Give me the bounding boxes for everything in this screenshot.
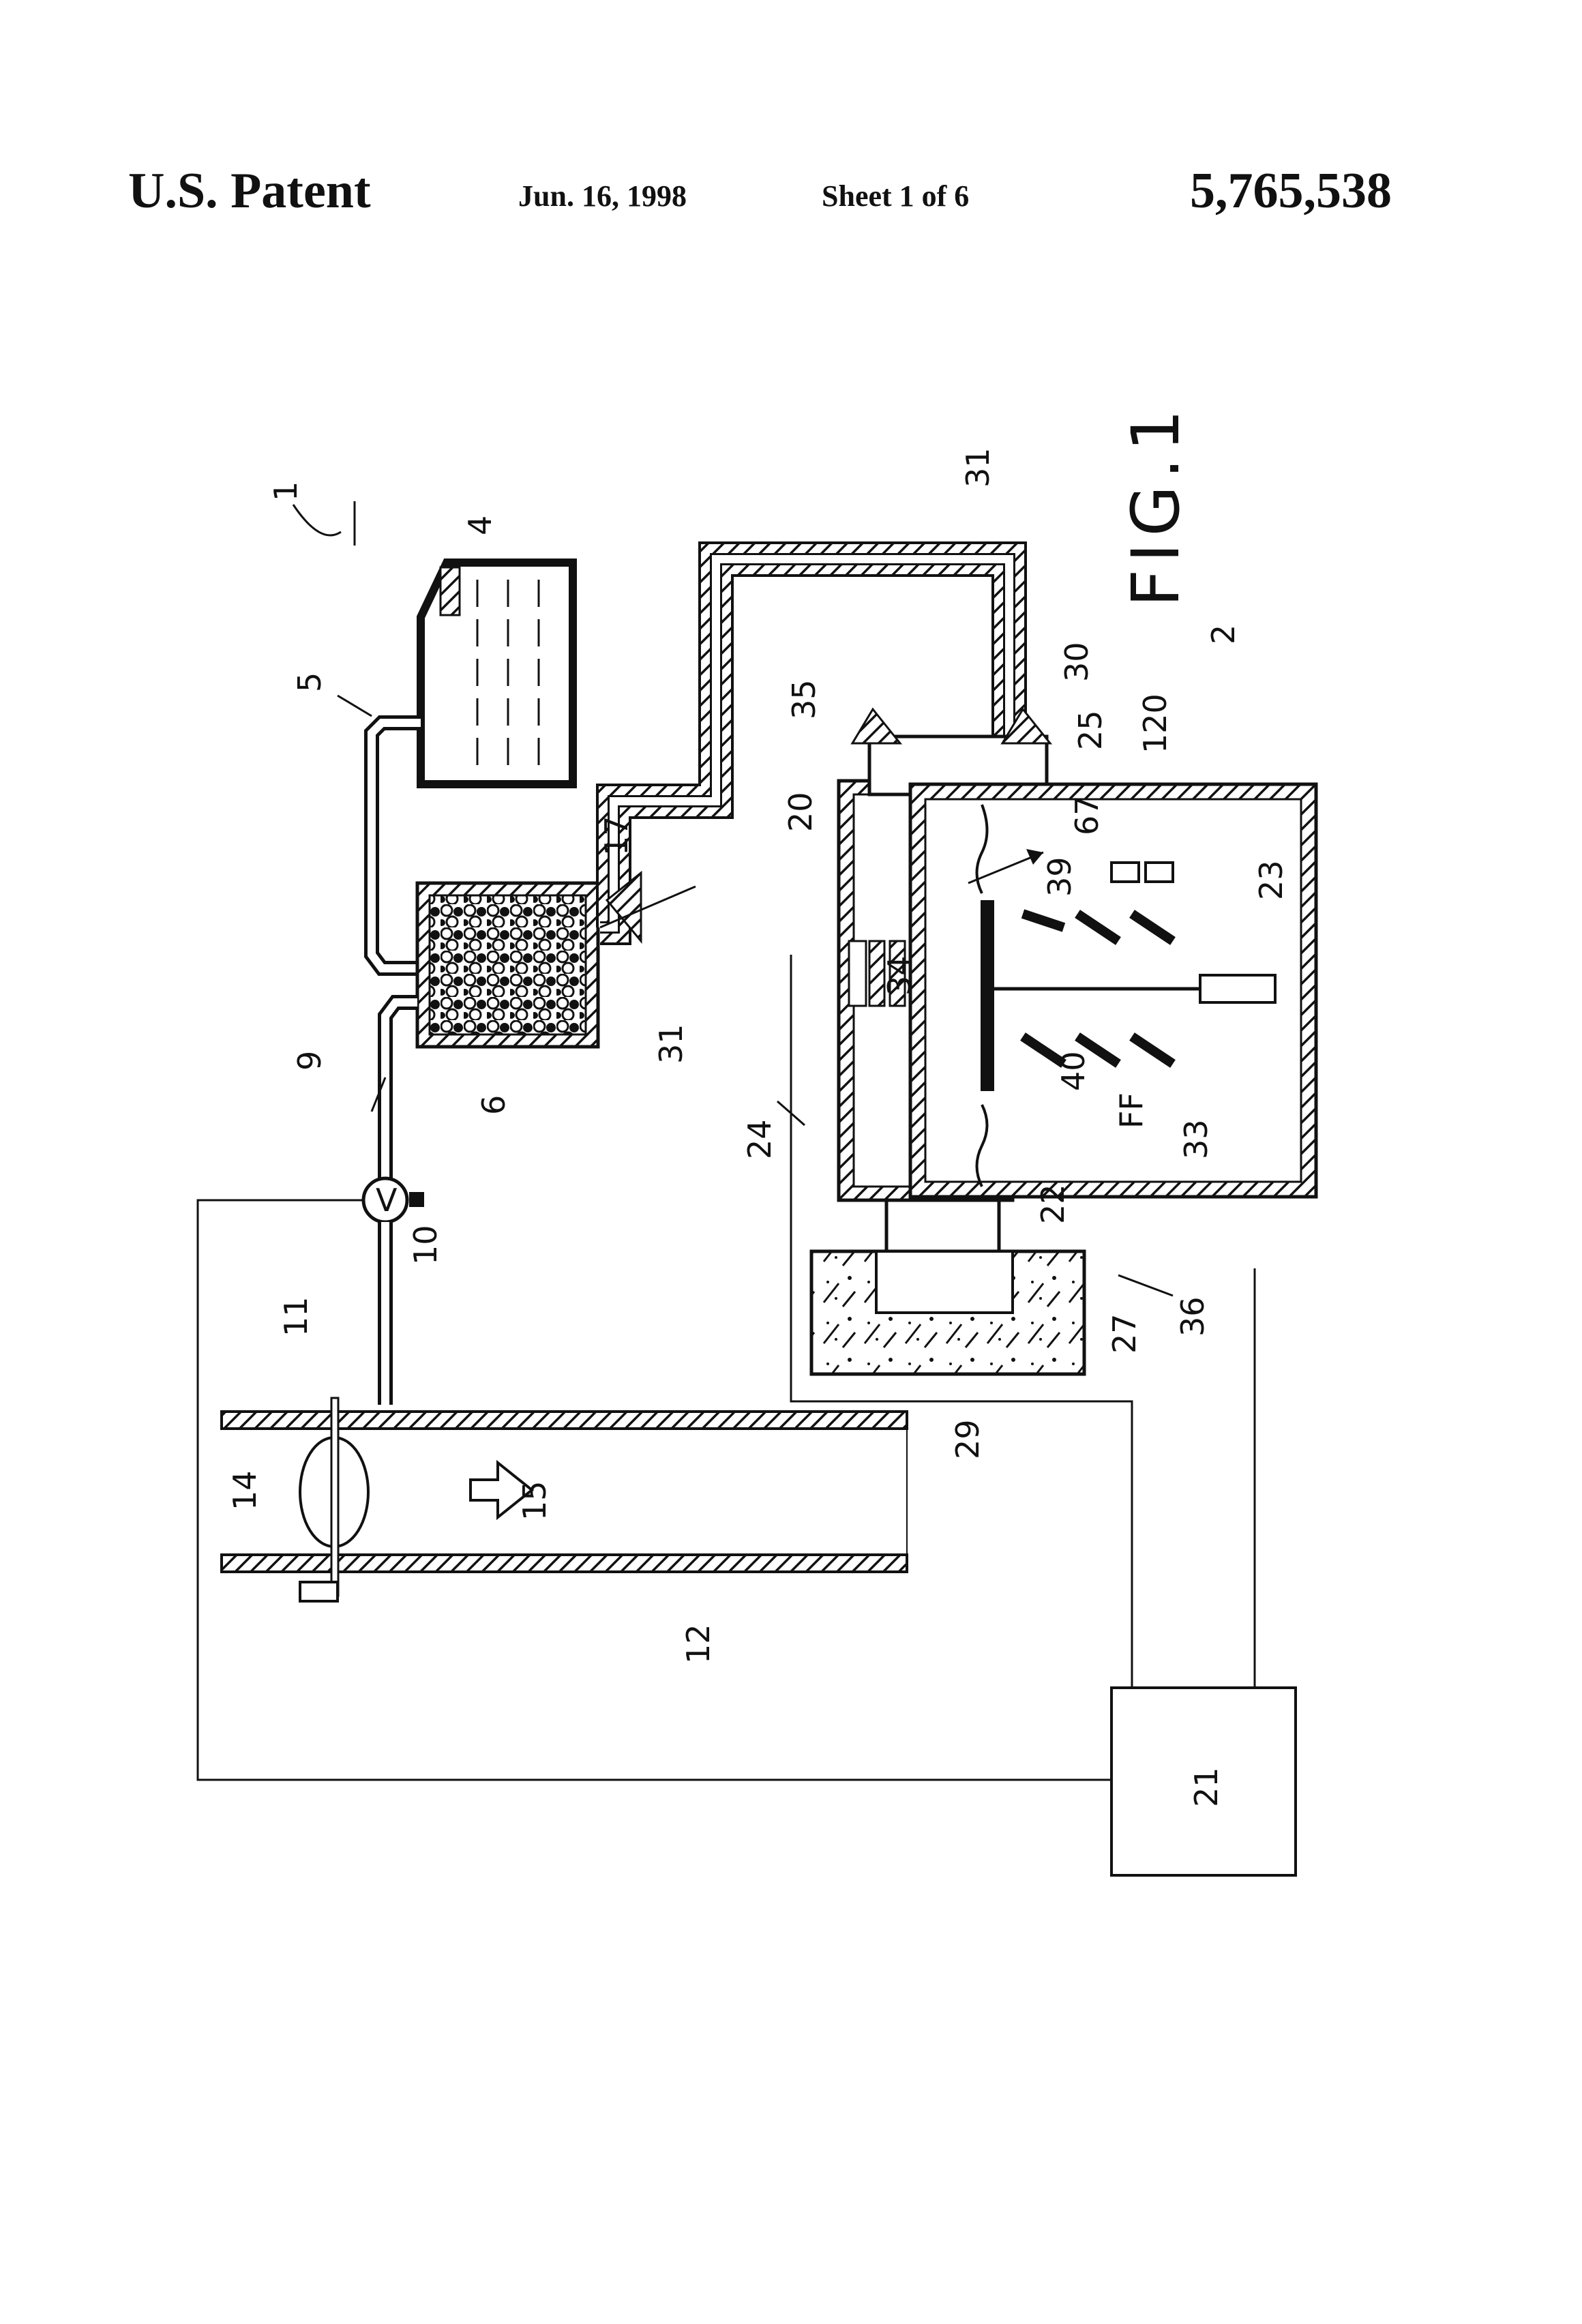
- carbon-canister: [417, 883, 598, 1047]
- label-21: 21: [1188, 1767, 1225, 1807]
- fuel-tank: [421, 563, 573, 784]
- label-10: 10: [407, 1225, 444, 1265]
- valve-v-label: V: [376, 1182, 398, 1219]
- label-40: 40: [1055, 1051, 1092, 1091]
- label-12: 12: [680, 1624, 717, 1664]
- label-17: 17: [598, 816, 635, 856]
- label-31b: 31: [959, 447, 996, 488]
- label-34: 34: [881, 955, 918, 996]
- label-20: 20: [782, 792, 819, 832]
- label-33: 33: [1178, 1119, 1214, 1159]
- label-36: 36: [1174, 1296, 1211, 1337]
- label-39: 39: [1041, 856, 1078, 897]
- label-35: 35: [786, 679, 822, 719]
- intake-pipe: [222, 1398, 907, 1601]
- label-23: 23: [1253, 860, 1289, 900]
- label-30: 30: [1058, 642, 1095, 682]
- label-24: 24: [741, 1119, 778, 1159]
- label-2: 2: [1205, 625, 1242, 644]
- label-1: 1: [267, 481, 304, 501]
- label-15: 15: [516, 1480, 553, 1521]
- label-67: 67: [1069, 795, 1105, 835]
- label-9: 9: [291, 1051, 328, 1071]
- label-29: 29: [949, 1419, 986, 1459]
- pressure-housing: [910, 784, 1316, 1197]
- label-31a: 31: [653, 1024, 689, 1064]
- label-4: 4: [462, 516, 498, 535]
- label-5: 5: [291, 672, 328, 692]
- label-27: 27: [1106, 1313, 1143, 1354]
- label-120: 120: [1137, 694, 1174, 754]
- label-14: 14: [226, 1470, 263, 1510]
- label-ff: FF: [1113, 1092, 1150, 1129]
- label-25: 25: [1072, 710, 1109, 750]
- figure-caption: FIG.1: [1118, 402, 1194, 607]
- label-22: 22: [1034, 1184, 1071, 1224]
- label-6: 6: [475, 1095, 512, 1115]
- label-11: 11: [278, 1296, 314, 1337]
